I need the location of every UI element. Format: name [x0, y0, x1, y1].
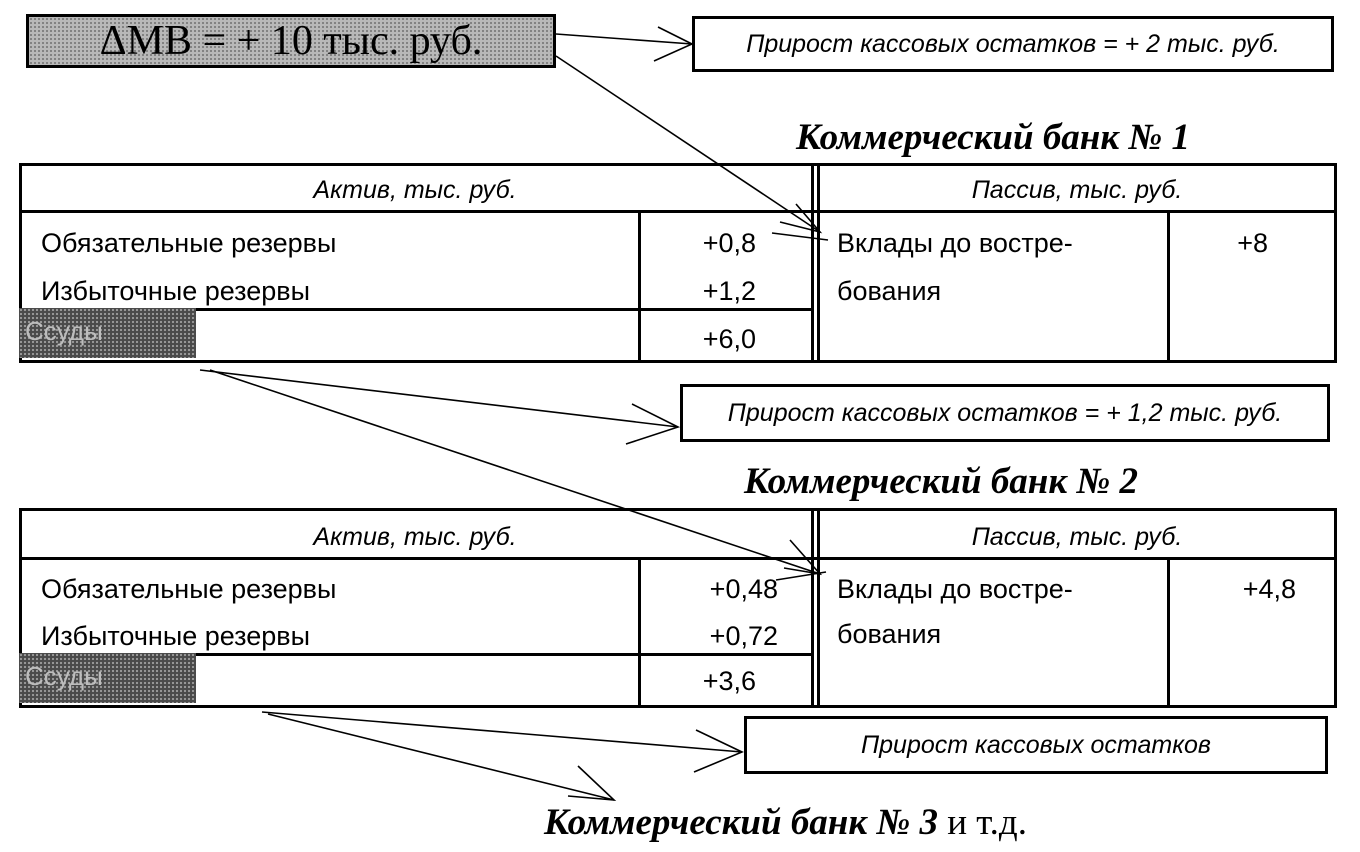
arrow-loans-2-to-bank-3 — [267, 713, 615, 801]
excess-reserves-value: +1,2 — [702, 276, 756, 306]
loans-value: +3,6 — [702, 666, 756, 696]
assets-header: Актив, тыс. руб. — [313, 176, 517, 204]
demand-deposits-value: +8 — [1237, 228, 1268, 258]
bank-3-title: Коммерческий банк № 3 и т.д. — [544, 803, 1027, 843]
arrow-bank-1-reserves — [771, 232, 829, 241]
arrow-loans-1-to-bank-2-deposits — [209, 369, 821, 575]
excess-reserves-label: Избыточные резервы — [41, 621, 311, 651]
demand-deposits-label-line1: Вклады до востре- — [837, 574, 1073, 604]
bank-2-balance-sheet: Актив, тыс. руб. Пассив, тыс. руб. Обяза… — [19, 508, 1337, 708]
required-reserves-value: +0,8 — [702, 228, 756, 258]
loans-value: +6,0 — [702, 324, 756, 354]
arrow-mb-to-bank-1-deposits — [555, 55, 821, 233]
cash-gain-text-1: Прирост кассовых остатков = + 2 тыс. руб… — [746, 30, 1280, 58]
demand-deposits-value: +4,8 — [1242, 574, 1296, 604]
required-reserves-value: +0,48 — [709, 574, 778, 604]
bank-1-title: Коммерческий банк № 1 — [796, 117, 1190, 158]
cash-gain-text-3: Прирост кассовых остатков — [861, 731, 1211, 759]
cash-gain-box-2: Прирост кассовых остатков = + 1,2 тыс. р… — [680, 384, 1330, 442]
demand-deposits-label-line1: Вклады до востре- — [837, 228, 1073, 258]
liabilities-header: Пассив, тыс. руб. — [971, 176, 1183, 204]
arrow-loans-1-to-gain-2 — [199, 369, 679, 428]
cash-gain-text-2: Прирост кассовых остатков = + 1,2 тыс. р… — [727, 399, 1283, 427]
excess-reserves-value: +0,72 — [709, 621, 778, 651]
arrow-mb-to-gain-1 — [555, 33, 693, 45]
assets-header: Актив, тыс. руб. — [313, 523, 517, 551]
required-reserves-label: Обязательные резервы — [41, 228, 337, 258]
liabilities-header: Пассив, тыс. руб. — [971, 523, 1183, 551]
required-reserves-label: Обязательные резервы — [41, 574, 337, 604]
arrow-loans-2-to-gain-3 — [261, 711, 743, 753]
bank-3-title-text: Коммерческий банк № 3 — [544, 802, 938, 843]
excess-reserves-label: Избыточные резервы — [41, 276, 311, 306]
cash-gain-box-1: Прирост кассовых остатков = + 2 тыс. руб… — [692, 16, 1334, 72]
arrow-bank-2-reserves — [775, 571, 827, 581]
cash-gain-box-3: Прирост кассовых остатков — [744, 716, 1328, 774]
loans-label: Ссуды — [19, 653, 196, 703]
monetary-base-box: ΔMB = + 10 тыс. руб. — [26, 14, 556, 68]
bank-3-etc: и т.д. — [937, 802, 1027, 843]
loans-label: Ссуды — [19, 308, 196, 358]
bank-2-title: Коммерческий банк № 2 — [744, 461, 1138, 502]
demand-deposits-label-line2: бования — [837, 276, 942, 306]
monetary-base-text: ΔMB = + 10 тыс. руб. — [99, 18, 483, 64]
demand-deposits-label-line2: бования — [837, 619, 942, 649]
bank-1-balance-sheet: Актив, тыс. руб. Пассив, тыс. руб. Обяза… — [19, 163, 1337, 363]
